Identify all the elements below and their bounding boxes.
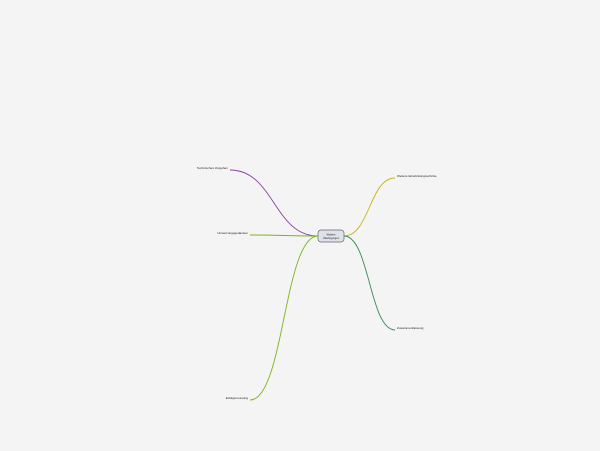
branch-erfolgsmessung: Erfolgsmessung [226, 396, 248, 400]
branch-umsetzungsgedanken: Umsetzungsgedanken [217, 231, 248, 235]
branch-zusammenfassung: Zusammenfassung [397, 326, 424, 330]
root-node[interactable] [317, 229, 345, 243]
root-title-line2: Überlegungen [323, 236, 340, 240]
branch-link [343, 177, 396, 237]
branch-technisches-vorgehen: Technisches Vorgehen [197, 166, 228, 170]
branch-link [229, 169, 319, 237]
branch-link [249, 235, 319, 401]
branch-link [249, 234, 319, 237]
branch-weitere-entwicklungsschritte: Weitere Entwicklungsschritte [397, 174, 437, 178]
root-title-line1: Weitere [327, 233, 336, 237]
branch-link [343, 235, 396, 331]
